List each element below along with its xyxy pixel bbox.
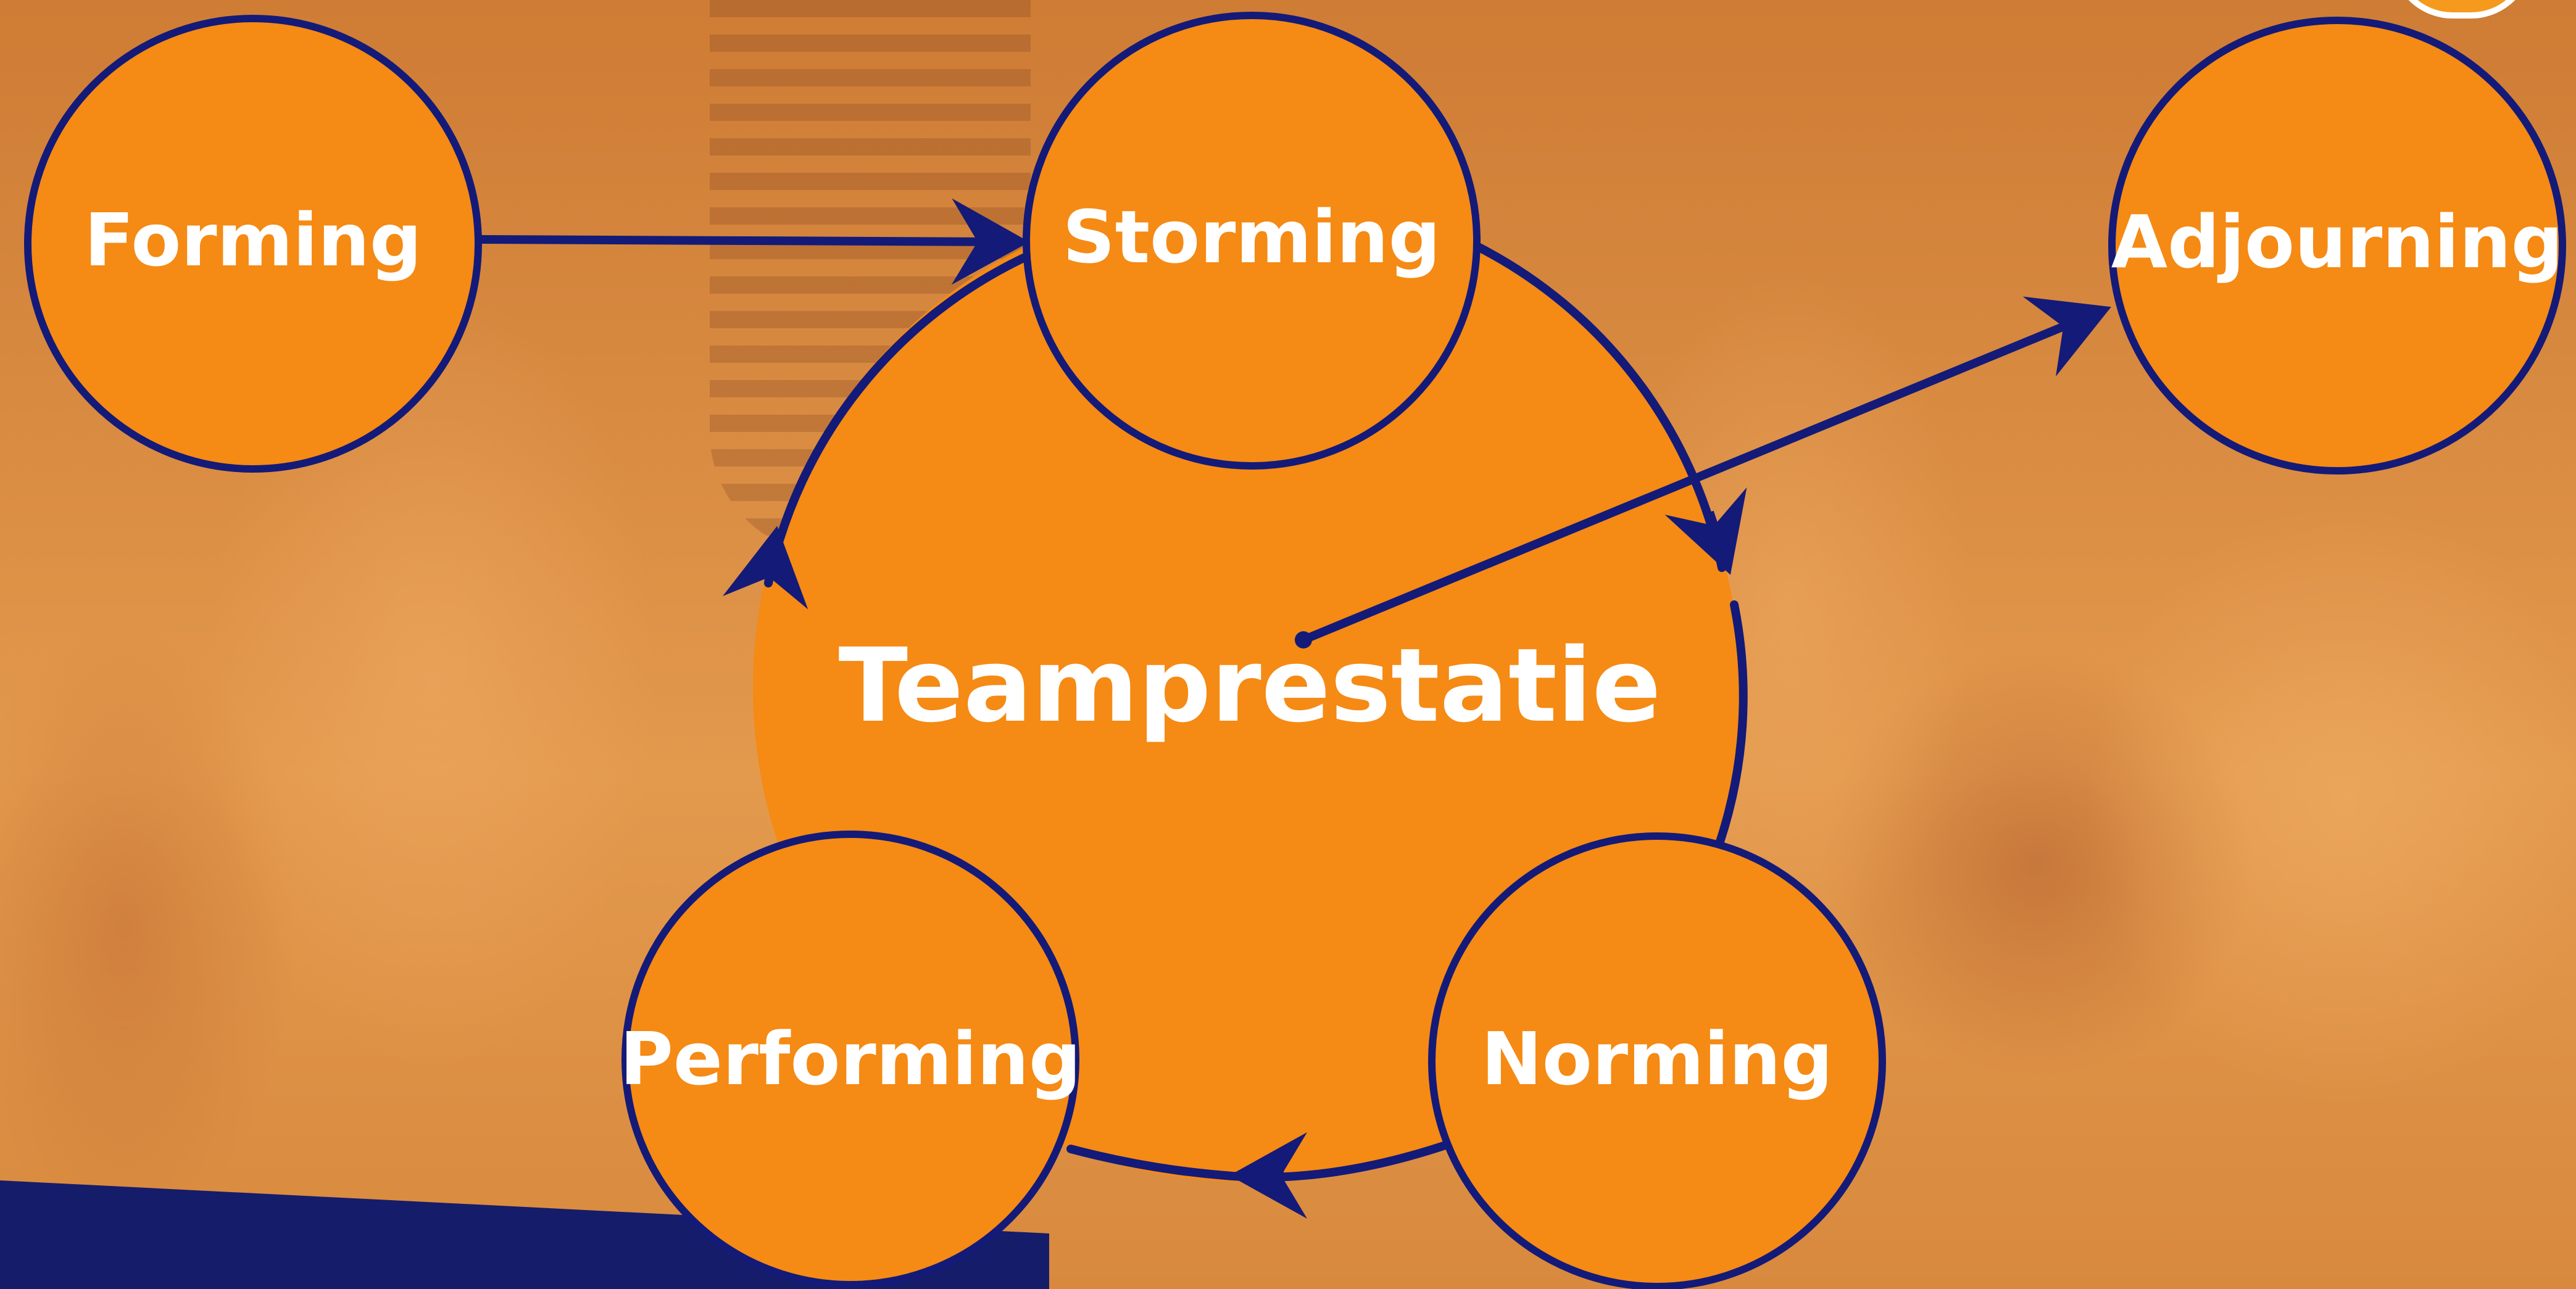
- node-performing: Performing: [620, 831, 1081, 1288]
- arrowhead-storming-to-norming: [1664, 487, 1747, 575]
- arrow-performing-to-storming: [764, 252, 1032, 587]
- node-storming: Storming: [1023, 12, 1481, 470]
- arc-norming-right: [1714, 600, 1748, 850]
- label-norming: Norming: [1481, 1016, 1833, 1101]
- node-forming: Forming: [24, 15, 482, 473]
- node-adjourning: Adjourning: [2108, 17, 2566, 475]
- label-adjourning: Adjourning: [2111, 199, 2563, 284]
- arrow-center-to-adjourning: [1302, 296, 2111, 644]
- label-performing: Performing: [620, 1016, 1081, 1101]
- node-norming: Norming: [1428, 832, 1886, 1289]
- arrow-forming-to-storming: [481, 198, 1029, 285]
- label-forming: Forming: [85, 197, 422, 283]
- label-storming: Storming: [1063, 194, 1441, 280]
- center-label: Teamprestatie: [839, 626, 1661, 745]
- arrowhead-performing-to-storming: [722, 526, 808, 610]
